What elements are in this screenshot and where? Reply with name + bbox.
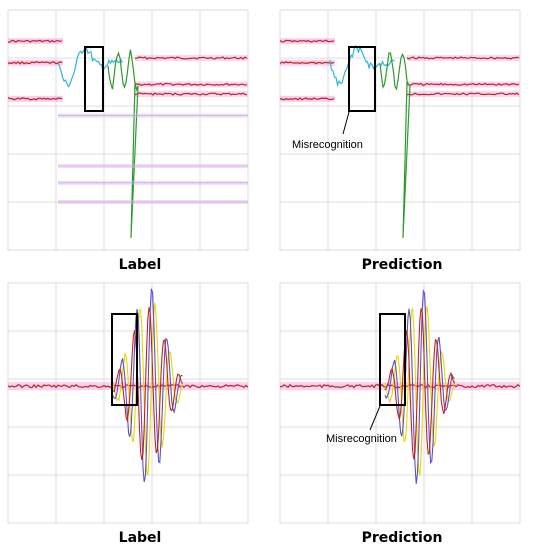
panel-caption: Label [119, 257, 162, 273]
panel-top-left: Label [7, 9, 249, 273]
series-line-red [7, 39, 63, 43]
series-line-green [379, 52, 411, 239]
series-line-red [7, 97, 63, 101]
annotation-arrow [369, 405, 381, 431]
gridlines [8, 283, 248, 523]
series-line-red [406, 92, 520, 96]
gridlines [280, 10, 520, 250]
series-line-blue [384, 289, 455, 484]
halo-band [8, 59, 63, 66]
gridlines [8, 10, 248, 250]
series-line-red [134, 82, 248, 87]
series-line-red [7, 61, 63, 65]
panel-caption: Prediction [362, 257, 443, 273]
panel-top-right: Misrecognition Prediction [279, 9, 521, 273]
series-line-red [406, 82, 520, 86]
plot-frame [7, 282, 249, 524]
annotation-text: Misrecognition [326, 433, 397, 445]
plot-frame [279, 9, 521, 251]
plot-frame [7, 9, 249, 251]
series-line-red-burst [112, 307, 183, 460]
series-line-cyan [57, 46, 124, 88]
series-line-red [279, 383, 521, 389]
plot-marks [7, 288, 249, 483]
series-line-yellow [384, 305, 456, 476]
series-line-blue [112, 288, 183, 483]
series-line-red [406, 56, 520, 60]
series-line-red [279, 61, 335, 65]
highlight-box [111, 313, 138, 406]
series-line-red [134, 56, 248, 60]
halo-band [8, 95, 63, 102]
plot-marks [279, 38, 520, 239]
highlight-box [379, 313, 406, 406]
series-line-green [107, 49, 139, 239]
series-line-red [279, 97, 335, 101]
halo-band [280, 382, 520, 391]
gridlines [280, 283, 520, 523]
series-line-red [134, 92, 248, 96]
plot-frame [279, 282, 521, 524]
panel-caption: Label [119, 530, 162, 546]
plot-marks [7, 38, 248, 239]
series-line-cyan [329, 44, 395, 88]
panel-bottom-right: Misrecognition Prediction [279, 282, 521, 546]
highlight-box [348, 46, 376, 112]
highlight-box [84, 46, 104, 112]
panel-bottom-left: Label [7, 282, 249, 546]
plot-marks [279, 289, 521, 484]
series-line-yellow [112, 302, 184, 476]
annotation-text: Misrecognition [292, 139, 363, 151]
annotation-arrow [342, 111, 350, 135]
series-line-red [279, 39, 335, 43]
panel-caption: Prediction [362, 530, 443, 546]
